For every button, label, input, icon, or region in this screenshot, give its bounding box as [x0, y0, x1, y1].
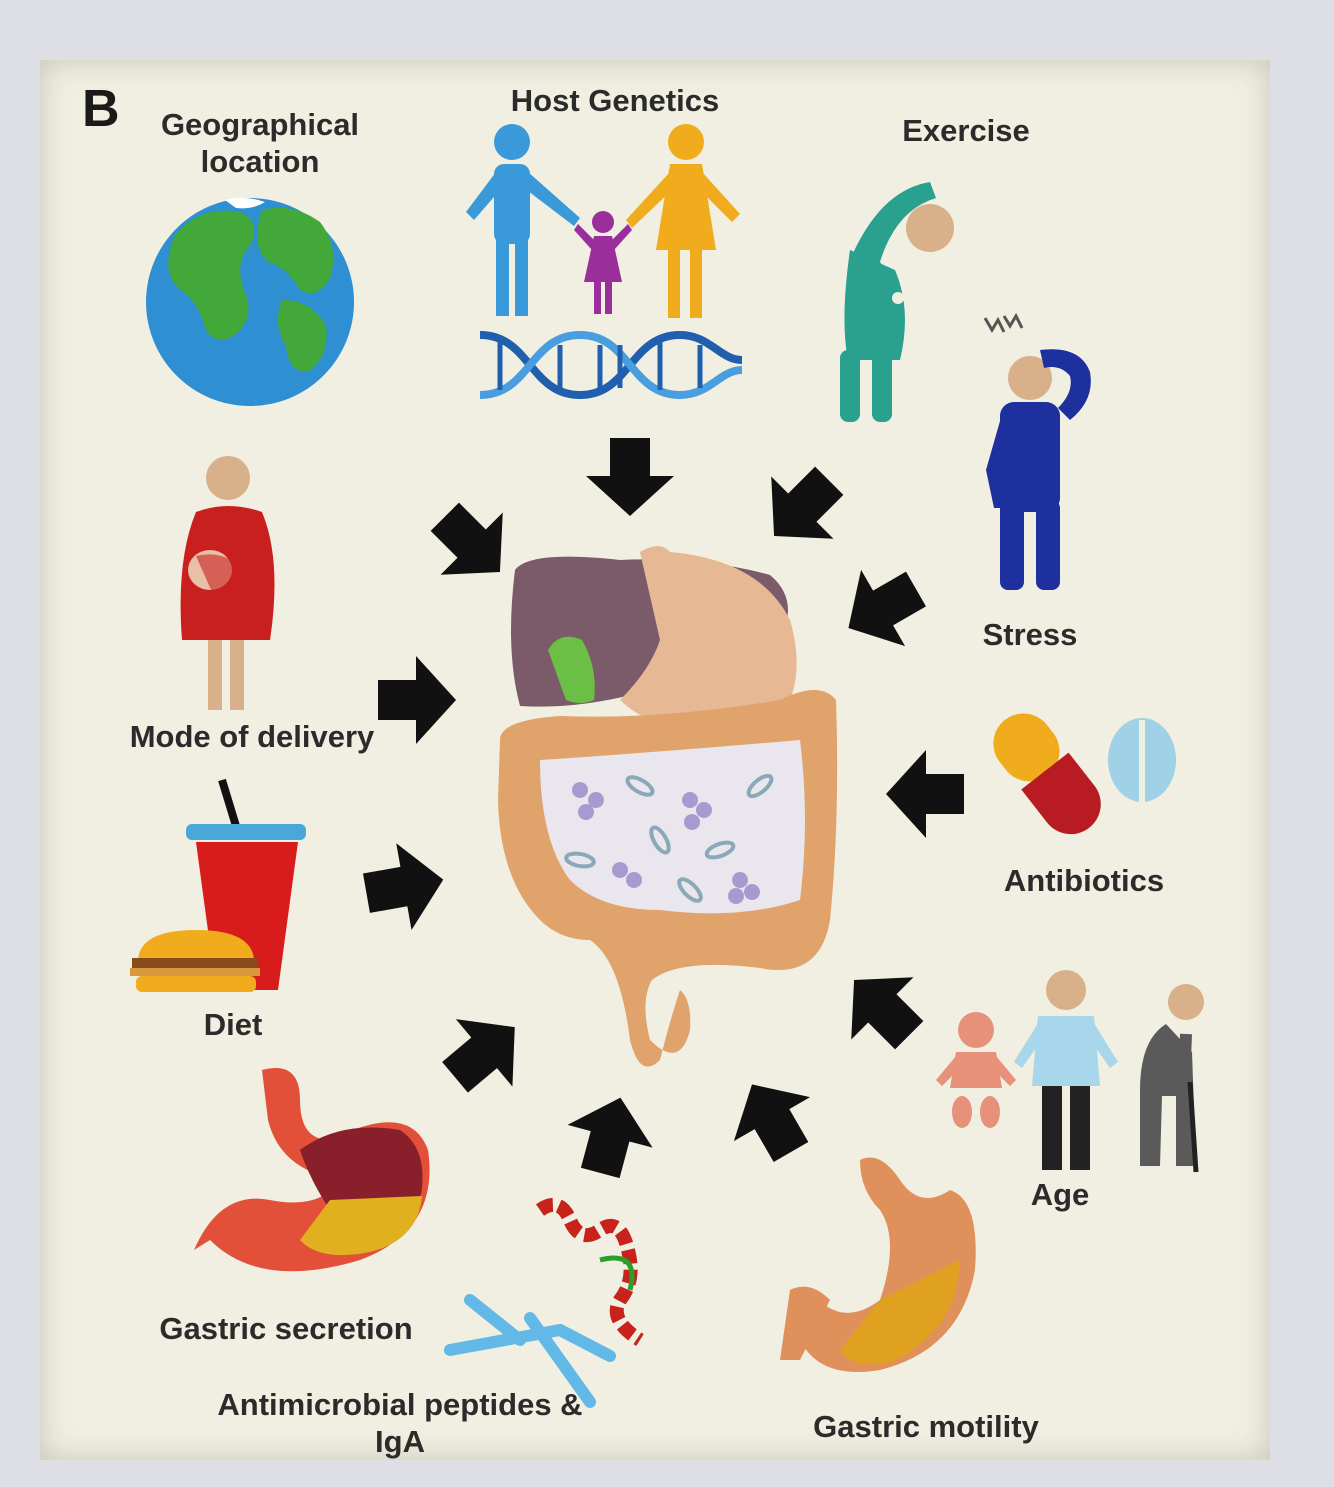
gut-icon	[498, 546, 838, 1067]
stomach-icon	[194, 1068, 430, 1272]
host-genetics-label: Host Genetics	[510, 83, 720, 118]
stress-label: Stress	[982, 617, 1078, 652]
elderly-person-icon	[1140, 984, 1204, 1173]
antimicrobial-peptides-line-2: IgA	[375, 1424, 425, 1460]
stressed-person-icon	[983, 312, 1091, 590]
pill-icon	[993, 713, 1101, 835]
tablet-icon	[1108, 718, 1176, 802]
geographical-location-line-1: Geographical	[160, 107, 360, 142]
panel-letter: B	[82, 80, 120, 138]
gastric-motility-label: Gastric motility	[813, 1409, 1039, 1444]
arrow-icon	[586, 438, 674, 516]
geographical-location-line-2: location	[200, 144, 320, 180]
age-label: Age	[1030, 1177, 1090, 1212]
stretching-person-icon	[840, 182, 954, 422]
burger-icon	[130, 930, 260, 992]
diet-label: Diet	[203, 1007, 263, 1042]
antibiotics-label: Antibiotics	[1003, 863, 1165, 898]
gastric-secretion-label: Gastric secretion	[159, 1311, 413, 1346]
arrow-icon	[886, 750, 964, 838]
antibody-icon	[444, 1294, 616, 1408]
arrow-icon	[426, 993, 544, 1111]
diagram-art	[130, 124, 1204, 1408]
pregnant-person-icon	[180, 456, 275, 710]
adult-icon	[1014, 970, 1118, 1170]
arrow-icon	[713, 1062, 830, 1174]
arrow-icon	[826, 550, 938, 667]
antimicrobial-peptides-line-1: Antimicrobial peptides &	[217, 1387, 583, 1422]
dna-icon	[479, 330, 743, 400]
figure-panel: B Geographical location Host Genetics Ex…	[40, 60, 1270, 1460]
arrow-icon	[358, 836, 451, 937]
family-icon	[466, 124, 740, 318]
globe-icon	[146, 197, 354, 406]
arrow-icon	[822, 948, 941, 1067]
baby-icon	[936, 1012, 1016, 1128]
antimicrobial-peptides-label: Antimicrobial peptides & IgA	[190, 1386, 610, 1460]
exercise-label: Exercise	[902, 113, 1030, 148]
mode-of-delivery-label: Mode of delivery	[129, 719, 375, 754]
geographical-location-label: Geographical location	[160, 106, 360, 180]
arrow-icon	[742, 449, 861, 568]
stomach-icon	[780, 1157, 976, 1372]
arrow-icon	[557, 1086, 663, 1185]
peptide-icon	[535, 1197, 644, 1346]
